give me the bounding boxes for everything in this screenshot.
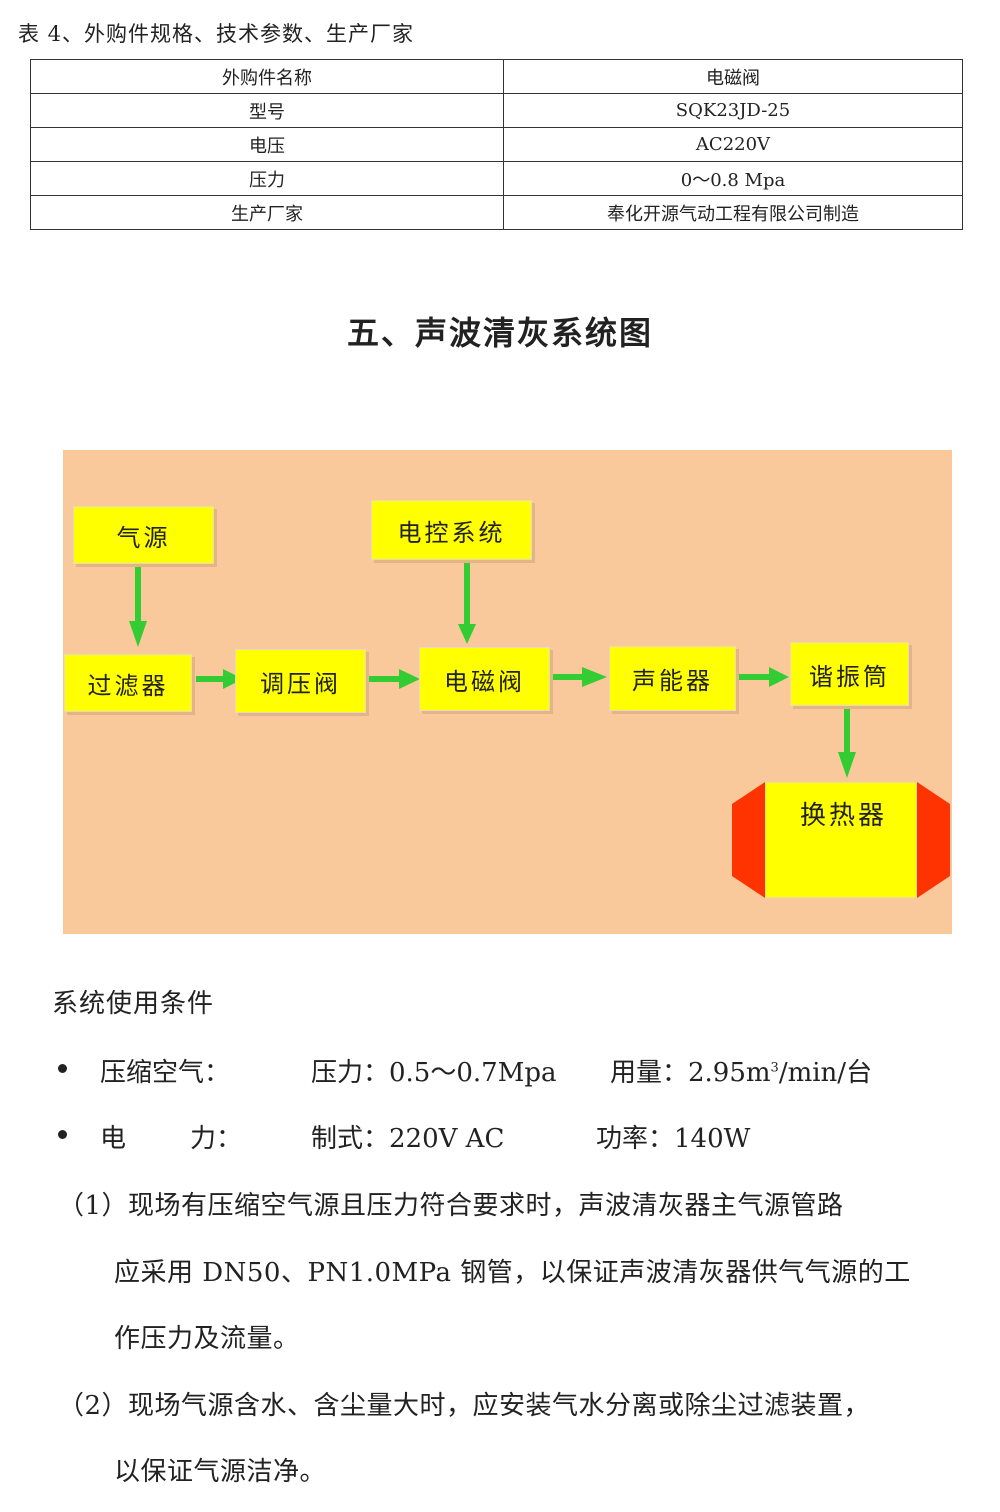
arrow-sound-to-resonator	[739, 667, 789, 687]
node-label: 声能器	[632, 667, 713, 695]
node-air-source: 气源	[73, 506, 214, 564]
node-regulator: 调压阀	[235, 649, 366, 713]
node-label: 电磁阀	[444, 667, 525, 696]
paragraph-2-line-2: 以保证气源洁净。	[114, 1457, 327, 1487]
node-label: 过滤器	[87, 671, 169, 700]
condition-air-label: 压缩空气：	[100, 1058, 231, 1088]
node-resonator: 谐振筒	[790, 642, 909, 706]
paragraph-2-line-1: （2）现场气源含水、含尘量大时，应安装气水分离或除尘过滤装置，	[58, 1391, 871, 1421]
usage-superscript: 3	[770, 1060, 779, 1076]
table-row: 生产厂家 奉化开源气动工程有限公司制造	[30, 195, 963, 230]
usage-prefix: 用量：2.95m	[610, 1058, 771, 1088]
condition-air-pressure: 压力：0.5～0.7Mpa	[311, 1058, 557, 1088]
condition-air-usage: 用量：2.95m3/min/台	[610, 1052, 872, 1089]
table-cell-label: 压力	[30, 161, 504, 196]
usage-suffix: /min/台	[778, 1058, 873, 1088]
node-label: 谐振筒	[809, 662, 890, 691]
node-solenoid: 电磁阀	[419, 647, 550, 711]
table-row: 压力 0～0.8 Mpa	[30, 161, 963, 196]
node-sound-generator: 声能器	[609, 646, 736, 711]
arrow-control-to-solenoid	[458, 562, 476, 644]
bullet-icon	[58, 1130, 67, 1139]
table-cell-label: 电压	[30, 127, 504, 162]
condition-power-rating: 功率：140W	[596, 1124, 751, 1154]
condition-power-label-2: 力：	[190, 1124, 243, 1154]
table-cell-value: 0～0.8 Mpa	[503, 161, 963, 196]
condition-power-system: 制式：220V AC	[311, 1124, 505, 1154]
table-row: 外购件名称 电磁阀	[30, 59, 963, 94]
paragraph-1-line-1: （1）现场有压缩空气源且压力符合要求时，声波清灰器主气源管路	[58, 1191, 844, 1221]
spec-table: 外购件名称 电磁阀 型号 SQK23JD-25 电压 AC220V 压力 0～0…	[30, 59, 963, 230]
heat-exchanger-shape	[732, 782, 950, 898]
condition-power: 电 力： 制式：220V AC 功率：140W	[58, 1118, 938, 1154]
table-row: 型号 SQK23JD-25	[30, 93, 963, 128]
arrow-solenoid-to-sound	[552, 667, 607, 687]
table-cell-value: 电磁阀	[503, 59, 963, 94]
arrow-air-to-filter	[129, 565, 147, 647]
node-label: 电控系统	[397, 518, 506, 547]
table-row: 电压 AC220V	[30, 127, 963, 162]
table-cell-label: 生产厂家	[30, 195, 504, 230]
node-label: 气源	[116, 523, 171, 552]
conditions-title: 系统使用条件	[52, 989, 215, 1019]
node-label: 调压阀	[260, 669, 341, 698]
node-heat-exchanger-label: 换热器	[800, 801, 888, 831]
table-cell-label: 型号	[30, 93, 504, 128]
table-caption: 表 4、外购件规格、技术参数、生产厂家	[18, 22, 415, 46]
bullet-icon	[58, 1064, 67, 1073]
table-cell-label: 外购件名称	[30, 59, 504, 94]
table-cell-value: SQK23JD-25	[503, 93, 963, 128]
table-cell-value: 奉化开源气动工程有限公司制造	[503, 195, 963, 230]
node-control-system: 电控系统	[371, 500, 532, 560]
arrow-regulator-to-solenoid	[367, 669, 420, 689]
table-cell-value: AC220V	[503, 127, 963, 162]
system-diagram: 气源 电控系统 过滤器 调压阀 电磁阀 声能器 谐振筒 换热器	[63, 450, 952, 934]
condition-air: 压缩空气： 压力：0.5～0.7Mpa 用量：2.95m3/min/台	[58, 1052, 938, 1089]
node-filter: 过滤器	[64, 654, 192, 712]
paragraph-1-line-2: 应采用 DN50、PN1.0MPa 钢管，以保证声波清灰器供气气源的工	[114, 1258, 911, 1288]
section-title: 五、声波清灰系统图	[346, 314, 653, 352]
flow-arrows	[129, 562, 856, 778]
paragraph-1-line-3: 作压力及流量。	[114, 1324, 300, 1354]
arrow-resonator-to-exchanger	[838, 706, 856, 778]
arrow-filter-to-regulator	[196, 669, 243, 689]
condition-power-label-1: 电	[100, 1124, 127, 1154]
